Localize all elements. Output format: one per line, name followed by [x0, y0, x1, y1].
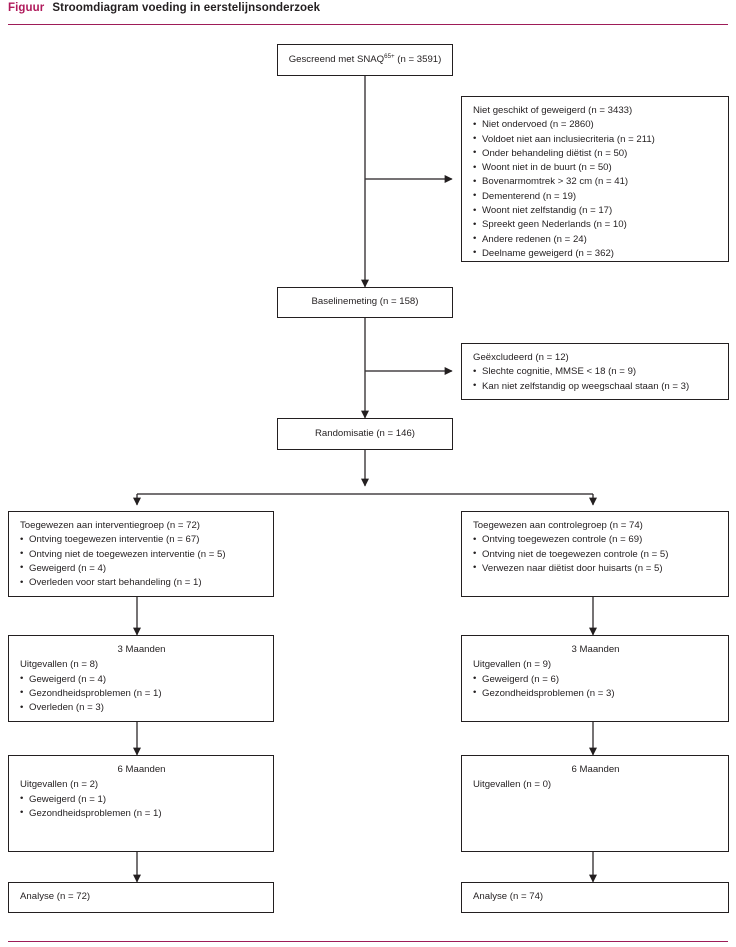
node-control-6months-head: Uitgevallen (n = 0) [473, 779, 552, 791]
node-control-3months-title: 3 Maanden [571, 644, 620, 655]
node-excluded-screening-head: Niet geschikt of geweigerd (n = 3433) [473, 105, 633, 116]
node-control-6months: 6 Maanden Uitgevallen (n = 0) [461, 755, 729, 852]
list-item: Gezondheidsproblemen (n = 1) [20, 686, 263, 701]
figure-label: Figuur [8, 2, 45, 14]
list-item: Ontving niet de toegewezen interventie (… [20, 547, 263, 562]
node-intervention-3months-head: Uitgevallen (n = 8) [20, 659, 99, 671]
node-control-analysis: Analyse (n = 74) [461, 882, 729, 913]
list-item: Woont niet zelfstandig (n = 17) [473, 204, 718, 219]
node-excluded-baseline-head: Geëxcludeerd (n = 12) [473, 352, 569, 363]
node-control-allocation-head: Toegewezen aan controlegroep (n = 74) [473, 520, 643, 531]
node-intervention-allocation: Toegewezen aan interventiegroep (n = 72)… [8, 511, 274, 597]
list-item: Overleden (n = 3) [20, 701, 263, 716]
node-intervention-3months-title: 3 Maanden [117, 644, 166, 655]
node-intervention-6months-head: Uitgevallen (n = 2) [20, 779, 99, 791]
list-item: Bovenarmomtrek > 32 cm (n = 41) [473, 175, 718, 190]
figure-header: Figuur Stroomdiagram voeding in eersteli… [8, 2, 728, 24]
node-randomisation-label: Randomisatie (n = 146) [315, 427, 415, 439]
node-control-3months-head: Uitgevallen (n = 9) [473, 659, 552, 671]
node-intervention-6months: 6 Maanden Uitgevallen (n = 2) Geweigerd … [8, 755, 274, 852]
node-intervention-6months-title: 6 Maanden [117, 764, 166, 775]
list-item: Kan niet zelfstandig op weegschaal staan… [473, 379, 718, 394]
node-excluded-screening-list: Niet ondervoed (n = 2860) Voldoet niet a… [473, 118, 718, 261]
node-intervention-allocation-head: Toegewezen aan interventiegroep (n = 72) [20, 520, 201, 531]
node-screened: Gescreend met SNAQ65+ (n = 3591) [277, 44, 453, 76]
node-excluded-baseline-list: Slechte cognitie, MMSE < 18 (n = 9) Kan … [473, 365, 718, 394]
node-randomisation: Randomisatie (n = 146) [277, 418, 453, 450]
footer-divider-bottom [8, 941, 728, 942]
node-screened-label: Gescreend met SNAQ65+ (n = 3591) [288, 52, 442, 65]
node-control-3months: 3 Maanden Uitgevallen (n = 9) Geweigerd … [461, 635, 729, 722]
node-intervention-allocation-list: Ontving toegewezen interventie (n = 67) … [20, 533, 263, 590]
node-intervention-3months-list: Geweigerd (n = 4) Gezondheidsproblemen (… [20, 672, 263, 716]
list-item: Ontving niet de toegewezen controle (n =… [473, 547, 718, 562]
node-control-analysis-label: Analyse (n = 74) [473, 891, 544, 902]
node-excluded-screening: Niet geschikt of geweigerd (n = 3433) Ni… [461, 96, 729, 262]
list-item: Geweigerd (n = 1) [20, 792, 263, 807]
list-item: Ontving toegewezen interventie (n = 67) [20, 533, 263, 548]
list-item: Verwezen naar diëtist door huisarts (n =… [473, 561, 718, 576]
list-item: Geweigerd (n = 4) [20, 672, 263, 687]
node-control-6months-title: 6 Maanden [571, 764, 620, 775]
list-item: Dementerend (n = 19) [473, 189, 718, 204]
list-item: Geweigerd (n = 6) [473, 672, 718, 687]
list-item: Spreekt geen Nederlands (n = 10) [473, 218, 718, 233]
list-item: Onder behandeling diëtist (n = 50) [473, 146, 718, 161]
node-intervention-6months-list: Geweigerd (n = 1) Gezondheidsproblemen (… [20, 792, 263, 822]
list-item: Niet ondervoed (n = 2860) [473, 118, 718, 133]
list-item: Andere redenen (n = 24) [473, 232, 718, 247]
node-control-3months-list: Geweigerd (n = 6) Gezondheidsproblemen (… [473, 672, 718, 702]
list-item: Voldoet niet aan inclusiecriteria (n = 2… [473, 132, 718, 147]
node-intervention-analysis: Analyse (n = 72) [8, 882, 274, 913]
flowchart: Gescreend met SNAQ65+ (n = 3591) Niet ge… [0, 28, 736, 933]
list-item: Woont niet in de buurt (n = 50) [473, 161, 718, 176]
list-item: Slechte cognitie, MMSE < 18 (n = 9) [473, 365, 718, 380]
node-intervention-analysis-label: Analyse (n = 72) [20, 891, 91, 902]
node-intervention-3months: 3 Maanden Uitgevallen (n = 8) Geweigerd … [8, 635, 274, 722]
node-excluded-baseline: Geëxcludeerd (n = 12) Slechte cognitie, … [461, 343, 729, 400]
list-item: Ontving toegewezen controle (n = 69) [473, 533, 718, 548]
figure-title: Stroomdiagram voeding in eerstelijnsonde… [52, 2, 321, 14]
list-item: Overleden voor start behandeling (n = 1) [20, 576, 263, 591]
list-item: Geweigerd (n = 4) [20, 561, 263, 576]
node-control-allocation-list: Ontving toegewezen controle (n = 69) Ont… [473, 533, 718, 576]
node-control-allocation: Toegewezen aan controlegroep (n = 74) On… [461, 511, 729, 597]
node-baseline: Baselinemeting (n = 158) [277, 287, 453, 318]
list-item: Deelname geweigerd (n = 362) [473, 246, 718, 261]
snaq-superscript: 65+ [384, 52, 395, 60]
node-baseline-label: Baselinemeting (n = 158) [311, 296, 419, 308]
list-item: Gezondheidsproblemen (n = 1) [20, 806, 263, 821]
header-divider-top [8, 24, 728, 25]
list-item: Gezondheidsproblemen (n = 3) [473, 686, 718, 701]
